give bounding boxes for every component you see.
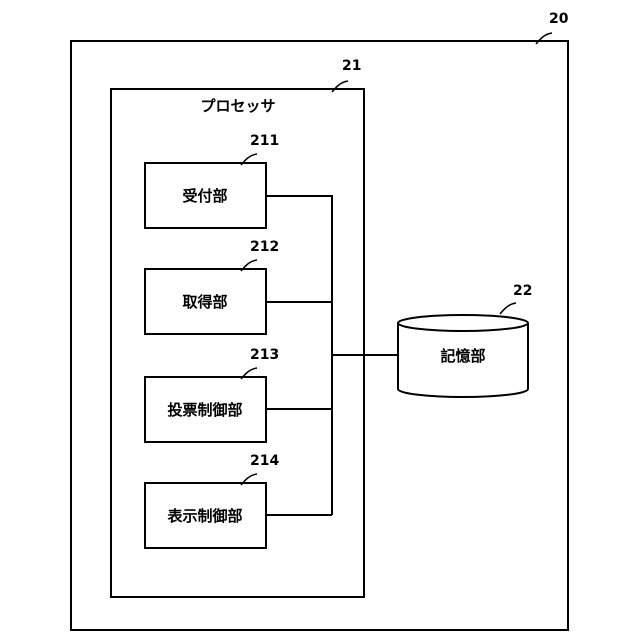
storage-cylinder-top <box>398 315 528 331</box>
unit-ref-number-211: 211 <box>250 133 279 149</box>
unit-label-vote-control: 投票制御部 <box>167 401 242 419</box>
processor-title: プロセッサ <box>200 97 275 115</box>
processor-ref-number: 21 <box>342 58 361 74</box>
unit-ref-number-213: 213 <box>250 347 279 363</box>
storage-label: 記憶部 <box>440 347 485 365</box>
device-ref-number: 20 <box>549 11 569 27</box>
storage-ref-number: 22 <box>513 283 532 299</box>
unit-label-display-control: 表示制御部 <box>167 507 242 525</box>
unit-label-reception: 受付部 <box>182 187 227 205</box>
unit-ref-number-214: 214 <box>250 453 279 469</box>
unit-ref-number-212: 212 <box>250 239 279 255</box>
unit-label-acquisition: 取得部 <box>182 293 227 311</box>
